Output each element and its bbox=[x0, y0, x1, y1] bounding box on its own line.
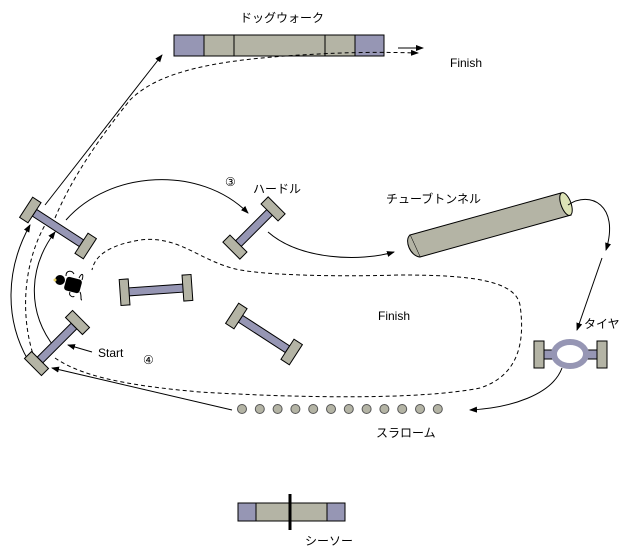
tube-tunnel bbox=[407, 192, 573, 258]
start-pointer-arrow bbox=[67, 344, 93, 353]
hurdle-bar bbox=[237, 314, 291, 354]
dog-figure-icon bbox=[53, 270, 84, 301]
tire-label: タイヤ bbox=[584, 317, 620, 331]
tire-post-left bbox=[533, 340, 545, 369]
finish-mid-label: Finish bbox=[378, 309, 410, 323]
seesaw-end-left bbox=[237, 502, 257, 522]
hurdle-label: ハードル bbox=[253, 182, 301, 196]
path-to-tire bbox=[576, 257, 603, 331]
dogwalk-ramp-left bbox=[203, 34, 235, 57]
slalom-pole bbox=[237, 404, 247, 414]
dogwalk bbox=[173, 34, 385, 57]
hurdle-start bbox=[23, 309, 91, 377]
hurdle-post bbox=[222, 234, 248, 260]
slalom-pole bbox=[308, 404, 319, 414]
path-slalom-to-start bbox=[51, 366, 233, 411]
hurdle-lower-right bbox=[224, 302, 304, 366]
hurdle-post bbox=[118, 278, 131, 307]
dogwalk-label: ドッグウォーク bbox=[240, 11, 324, 25]
hurdle-middle bbox=[118, 273, 194, 307]
dashed-finish-loop bbox=[54, 238, 523, 398]
slalom-label: スラローム bbox=[376, 426, 436, 440]
finish-top-label: Finish bbox=[450, 56, 482, 70]
tire bbox=[533, 339, 608, 369]
tunnel-exit bbox=[559, 192, 573, 216]
hurdle-upper-left bbox=[18, 196, 98, 260]
dogwalk-center bbox=[233, 34, 326, 57]
tire-ring bbox=[551, 339, 589, 369]
hurdle-3 bbox=[222, 196, 286, 260]
tire-post-right bbox=[596, 340, 608, 369]
path-to-dogwalk bbox=[44, 54, 163, 206]
step-3-marker: ③ bbox=[225, 175, 236, 189]
dashed-left-arc bbox=[25, 224, 46, 373]
slalom-poles bbox=[237, 404, 443, 414]
hurdle-post bbox=[23, 350, 50, 377]
hurdle-bar bbox=[127, 283, 185, 297]
path-left-inner bbox=[33, 231, 56, 349]
slalom-pole bbox=[290, 404, 301, 414]
slalom-pole bbox=[254, 404, 265, 414]
path-to-slalom bbox=[469, 367, 563, 413]
slalom-pole bbox=[415, 404, 425, 414]
seesaw bbox=[237, 494, 346, 530]
hurdle-bar bbox=[31, 208, 85, 248]
slalom-pole bbox=[361, 404, 372, 414]
dogwalk-end-right bbox=[354, 34, 385, 57]
slalom-pole bbox=[432, 404, 443, 414]
hurdle-bar bbox=[233, 207, 275, 249]
hurdle-post bbox=[181, 273, 194, 302]
hurdle-post bbox=[74, 232, 98, 260]
path-to-tunnel bbox=[267, 231, 395, 258]
path-to-hurdle bbox=[65, 179, 249, 221]
path-tunnel-curve bbox=[567, 198, 611, 251]
slalom-pole bbox=[379, 404, 390, 414]
step-4-marker: ④ bbox=[143, 353, 154, 367]
start-label: Start bbox=[98, 346, 124, 360]
slalom-pole bbox=[272, 404, 283, 414]
hurdle-post bbox=[224, 302, 248, 330]
seesaw-label: シーソー bbox=[305, 534, 353, 548]
dogwalk-end-left bbox=[173, 34, 205, 57]
hurdle-post bbox=[280, 338, 304, 366]
hurdle-post bbox=[64, 309, 91, 336]
hurdle-post bbox=[260, 196, 286, 222]
dashed-finish-path-top bbox=[54, 49, 419, 219]
slalom-pole bbox=[326, 404, 336, 414]
slalom-pole bbox=[343, 404, 354, 414]
tunnel-entrance bbox=[407, 234, 421, 258]
slalom-pole bbox=[397, 404, 408, 414]
seesaw-end-right bbox=[326, 502, 346, 522]
tunnel-label: チューブトンネル bbox=[386, 191, 481, 206]
hurdle-post bbox=[18, 196, 42, 224]
path-left-outer bbox=[10, 224, 31, 361]
